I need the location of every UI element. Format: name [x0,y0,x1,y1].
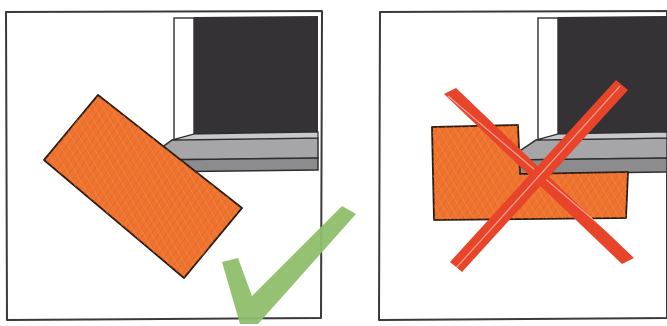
window-reveal [173,17,195,149]
cross-mark-icon [444,80,637,272]
panel-incorrect [378,10,667,321]
window-reveal [537,17,559,147]
panel-correct [5,10,356,324]
brick-tilted [43,94,243,279]
dark-opening [194,16,318,134]
dark-opening [558,16,667,134]
check-mark-icon [222,206,356,324]
brick-flat [431,124,629,221]
